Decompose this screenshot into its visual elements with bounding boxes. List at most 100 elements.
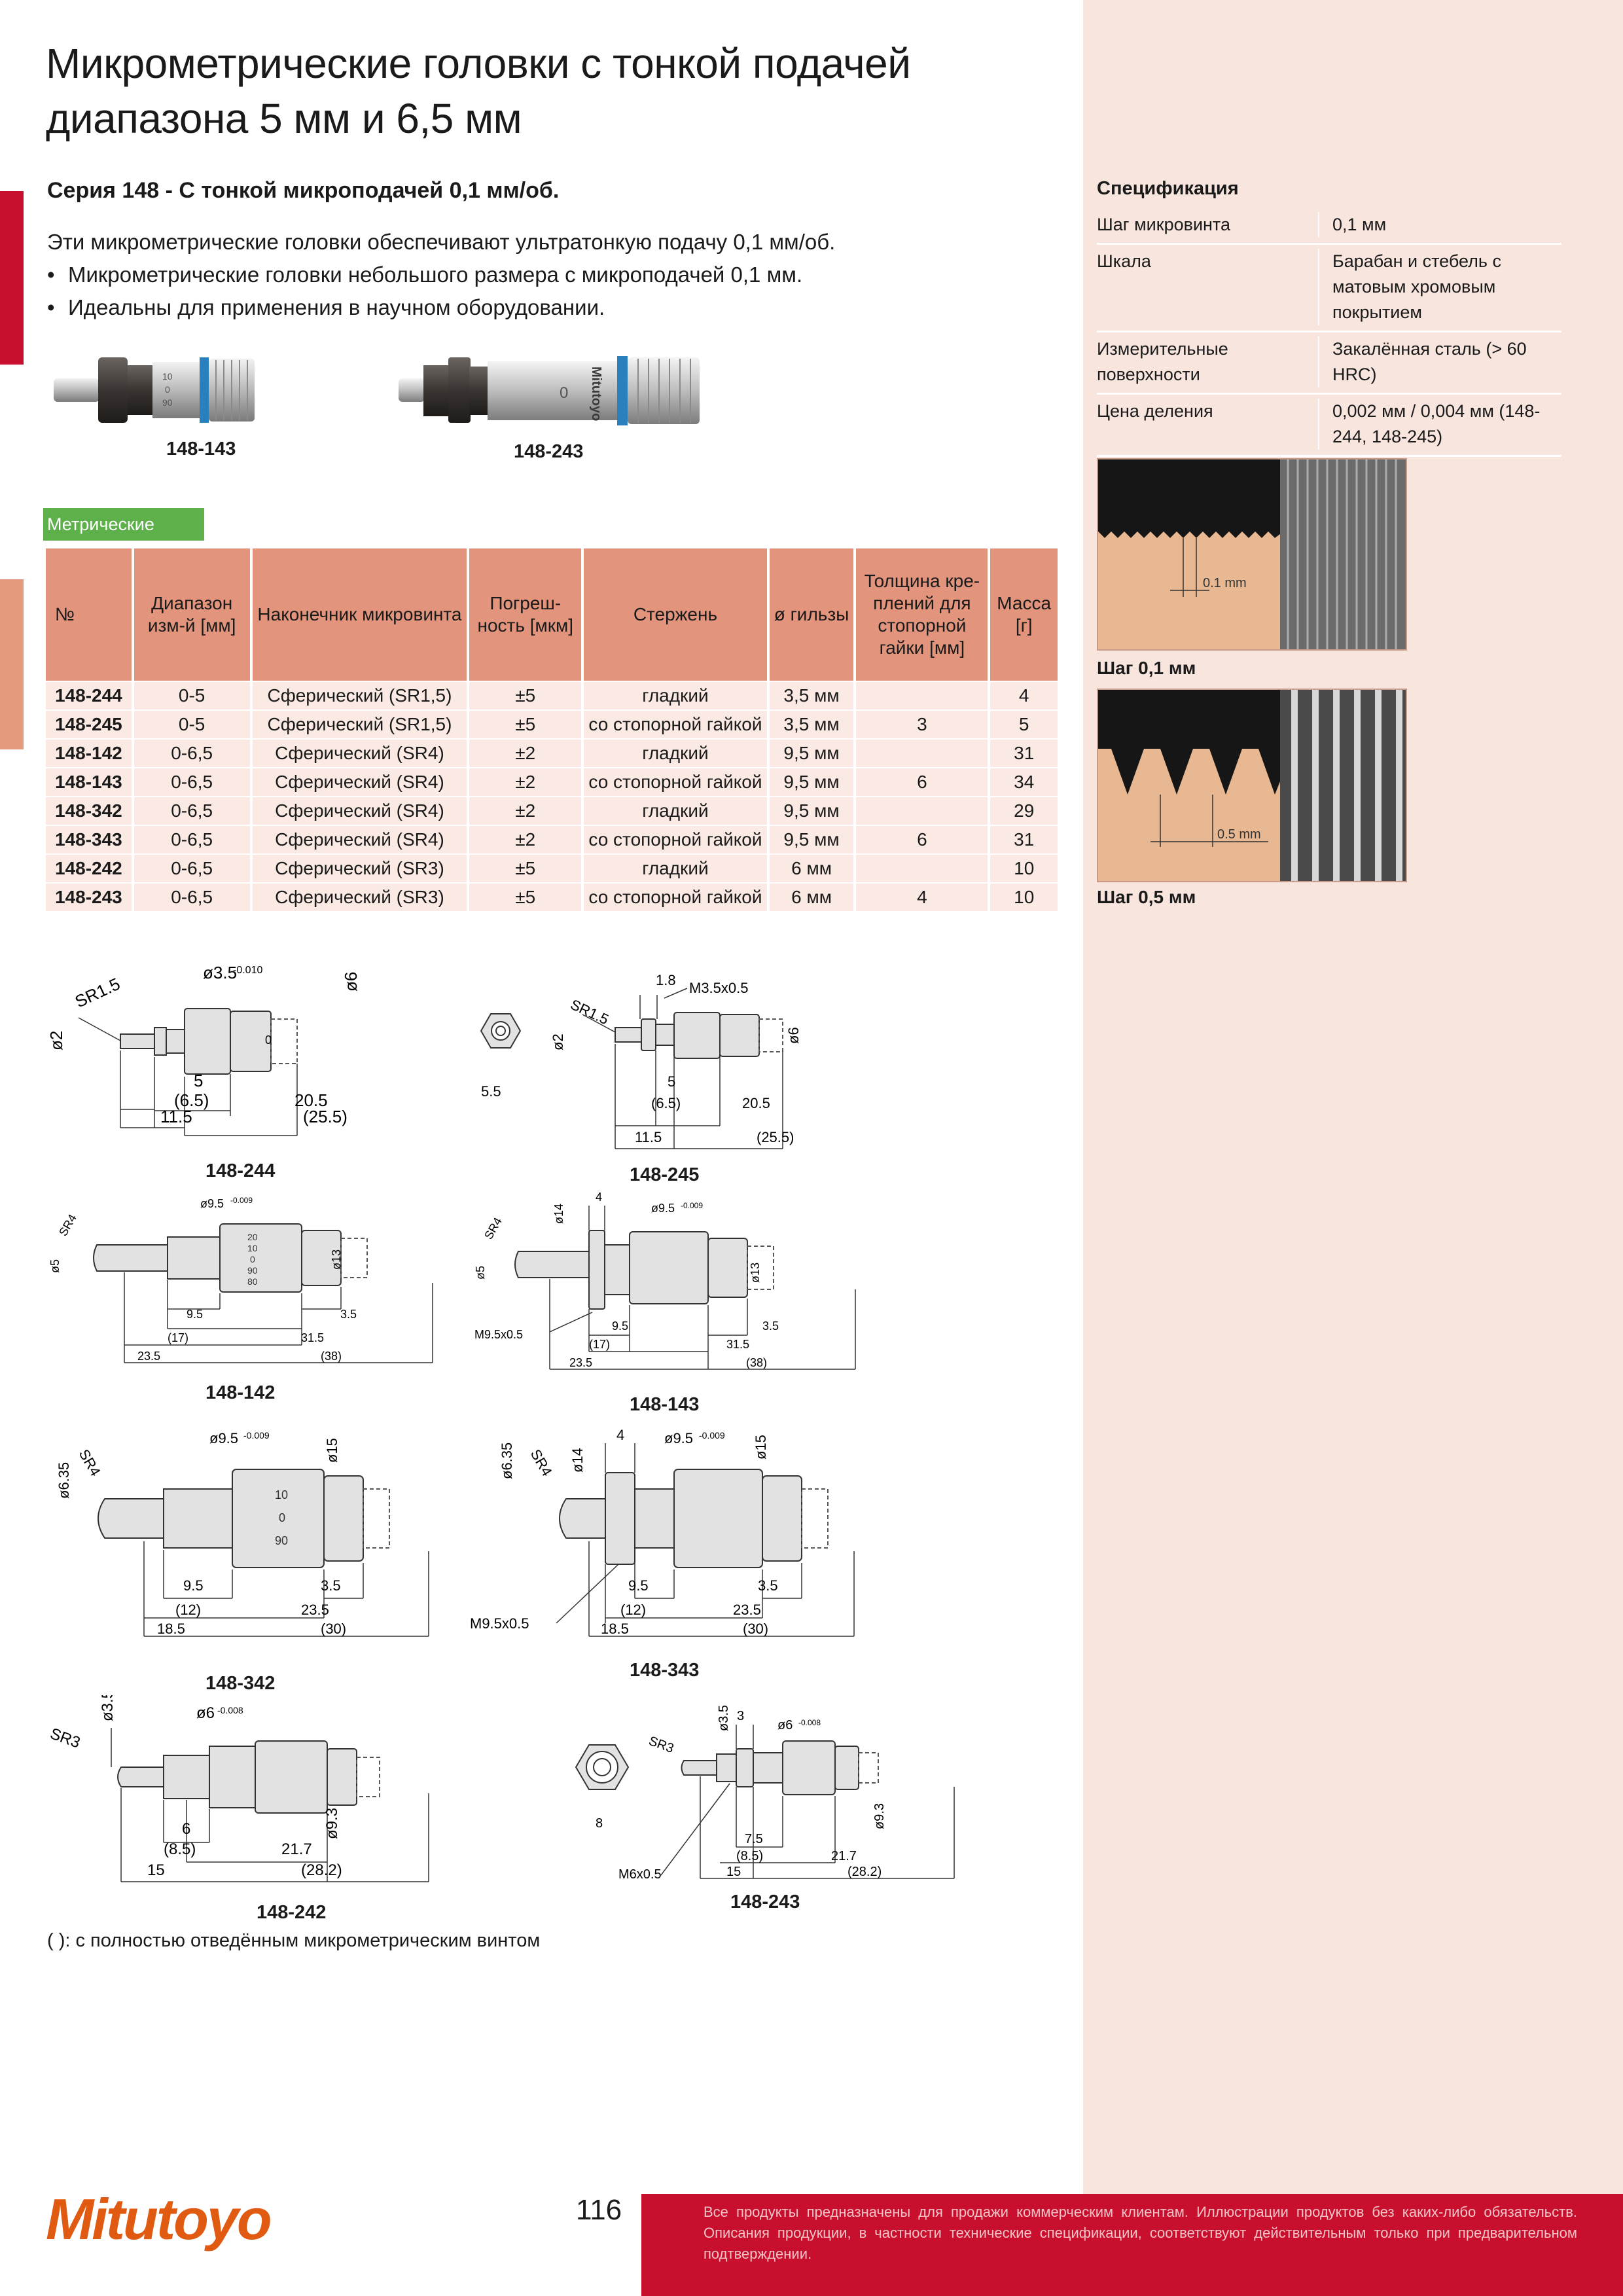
drawing-caption-148-242: 148-242 xyxy=(257,1902,327,1923)
brand-engraving: Mitutoyo xyxy=(589,367,603,421)
cell-range: 0-6,5 xyxy=(134,738,250,767)
drawing-caption-148-243: 148-243 xyxy=(730,1892,800,1912)
intro-text: Эти микрометрические головки обеспечиваю… xyxy=(47,226,835,324)
drawing-label: (17) xyxy=(589,1338,610,1351)
drawing-label: 23.5 xyxy=(137,1350,160,1363)
cell-nut xyxy=(856,738,988,767)
drawing-label: (28.2) xyxy=(847,1865,882,1879)
product-label-148-143: 148-143 xyxy=(166,439,236,459)
drawing-label: -0.009 xyxy=(230,1196,253,1205)
drawing-148-244: SR1.5 ø2 ø3.5 -0.010 ø6 0 5 (6.5) 20.5 1… xyxy=(46,963,361,1136)
drawing-label: SR4 xyxy=(482,1215,505,1242)
title-line-1: Микрометрические головки с тонкой подаче… xyxy=(46,40,911,87)
cell-nut: 4 xyxy=(856,882,988,911)
svg-text:0: 0 xyxy=(165,384,170,395)
drawing-label: (8.5) xyxy=(164,1840,196,1858)
column-header-stem: Стержень xyxy=(584,548,767,681)
drawing-label: -0.009 xyxy=(699,1430,725,1441)
svg-text:0: 0 xyxy=(560,384,568,402)
drawing-caption-148-343: 148-343 xyxy=(630,1660,700,1681)
cell-range: 0-6,5 xyxy=(134,825,250,853)
drawing-label: SR4 xyxy=(56,1212,79,1238)
drawing-label: 23.5 xyxy=(569,1356,592,1369)
drawing-label: ø9.5 xyxy=(209,1430,238,1446)
cell-number: 148-342 xyxy=(46,796,132,825)
metric-tag: Метрические xyxy=(43,508,204,541)
drawing-label: (8.5) xyxy=(736,1849,763,1863)
drawing-label: 18.5 xyxy=(157,1621,185,1637)
drawing-label: 6 xyxy=(182,1820,190,1838)
drawing-label: 1.8 xyxy=(656,972,676,988)
drawing-label: 90 xyxy=(275,1534,288,1547)
cell-nut: 3 xyxy=(856,709,988,738)
drawing-label: (17) xyxy=(168,1331,188,1344)
drawing-label: (30) xyxy=(321,1621,346,1637)
cell-stem: гладкий xyxy=(584,796,767,825)
drawing-148-142: SR4 ø5 ø9.5 -0.009 ø13 20 10 0 90 80 9.5… xyxy=(48,1196,433,1363)
drawing-label: ø6.35 xyxy=(499,1443,515,1479)
cell-accuracy: ±5 xyxy=(469,709,582,738)
cell-stem: со стопорной гайкой xyxy=(584,709,767,738)
cell-stem: гладкий xyxy=(584,853,767,882)
drawing-label: -0.008 xyxy=(217,1705,243,1715)
drawing-label: ø13 xyxy=(749,1263,762,1283)
drawing-label: (25.5) xyxy=(757,1129,794,1145)
thread-pitch-photo-0-1: 0.1 mm xyxy=(1097,458,1407,651)
drawing-label: ø3.5 xyxy=(717,1705,731,1731)
drawing-label: (28.2) xyxy=(301,1861,342,1879)
column-header-sleeve-diameter: ø гильзы xyxy=(769,548,854,681)
cell-tip: Сферический (SR3) xyxy=(252,882,467,911)
drawing-label: ø9.3 xyxy=(323,1808,341,1839)
drawing-label: (6.5) xyxy=(174,1090,209,1110)
thread-pitch-photo-0-5: 0.5 mm xyxy=(1097,689,1407,882)
drawing-148-243: 8 ø3.5 3 ø6 -0.008 SR3 ø9.3 M6x0.5 7.5 (… xyxy=(575,1705,955,1882)
cell-sleeve: 6 мм xyxy=(769,882,854,911)
cell-tip: Сферический (SR1,5) xyxy=(252,709,467,738)
cell-accuracy: ±5 xyxy=(469,853,582,882)
column-header-accuracy: Погреш-ность [мкм] xyxy=(469,548,582,681)
drawing-label: 31.5 xyxy=(301,1331,324,1344)
drawing-label: ø2 xyxy=(550,1033,566,1050)
specification-table: № Диапазон изм-й [мм] Наконечник микрови… xyxy=(43,548,1060,911)
cell-sleeve: 3,5 мм xyxy=(769,709,854,738)
drawing-label: 0 xyxy=(265,1033,272,1047)
cell-accuracy: ±2 xyxy=(469,796,582,825)
drawing-label: ø6.35 xyxy=(56,1462,72,1499)
drawing-label: (12) xyxy=(175,1602,201,1618)
drawing-label: 20.5 xyxy=(742,1095,770,1111)
drawing-caption-148-142: 148-142 xyxy=(205,1382,276,1403)
intro-line: Эти микрометрические головки обеспечиваю… xyxy=(47,230,836,254)
drawing-label: SR3 xyxy=(48,1725,82,1751)
drawing-148-342: ø6.35 SR4 ø9.5 -0.009 ø15 10 0 90 9.5 3.… xyxy=(56,1430,429,1637)
spec-key: Измерительные поверхности xyxy=(1097,336,1319,387)
drawing-label: 18.5 xyxy=(601,1621,629,1637)
svg-text:90: 90 xyxy=(162,397,173,408)
cell-mass: 10 xyxy=(990,882,1058,911)
drawing-label: ø3.5 xyxy=(99,1695,116,1721)
drawing-label: 9.5 xyxy=(628,1577,649,1594)
drawing-label: 9.5 xyxy=(183,1577,204,1594)
cell-accuracy: ±5 xyxy=(469,882,582,911)
drawing-label: ø9.5 xyxy=(651,1202,675,1215)
cell-mass: 31 xyxy=(990,825,1058,853)
drawing-caption-148-342: 148-342 xyxy=(205,1673,276,1694)
cell-sleeve: 9,5 мм xyxy=(769,738,854,767)
cell-mass: 31 xyxy=(990,738,1058,767)
drawing-label: ø5 xyxy=(48,1259,62,1273)
drawing-label: 9.5 xyxy=(612,1319,628,1333)
cell-accuracy: ±2 xyxy=(469,767,582,796)
cell-number: 148-343 xyxy=(46,825,132,853)
drawing-label: ø9.3 xyxy=(872,1803,887,1829)
drawing-label: -0.009 xyxy=(681,1201,703,1210)
column-header-range: Диапазон изм-й [мм] xyxy=(134,548,250,681)
svg-text:10: 10 xyxy=(162,371,173,382)
cell-sleeve: 6 мм xyxy=(769,853,854,882)
cell-mass: 4 xyxy=(990,681,1058,709)
drawing-label: ø2 xyxy=(46,1031,66,1050)
cell-number: 148-143 xyxy=(46,767,132,796)
